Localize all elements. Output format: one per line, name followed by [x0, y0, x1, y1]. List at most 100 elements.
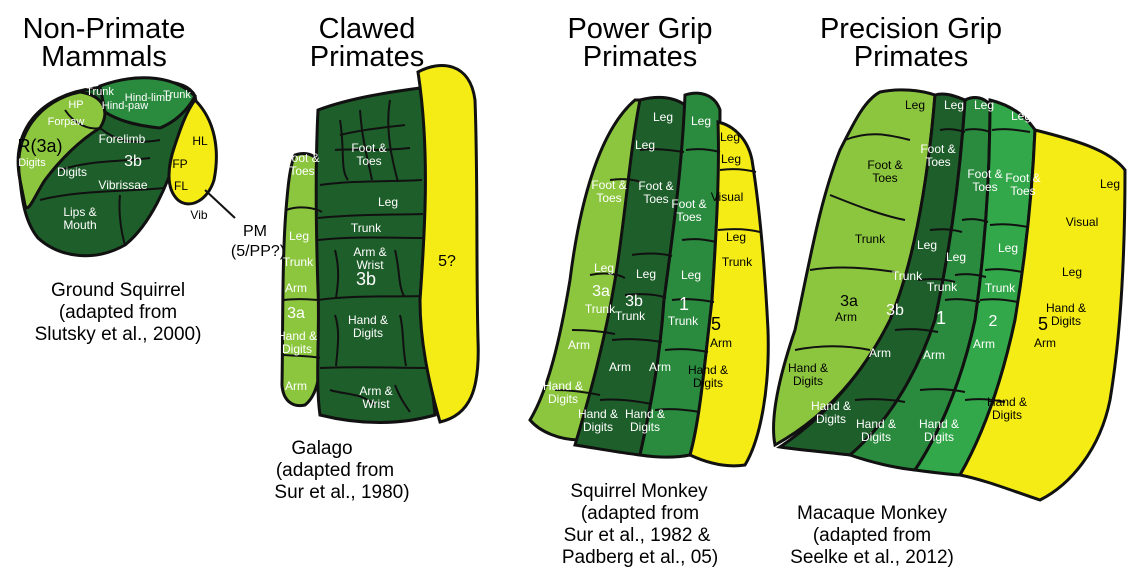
- area-label: Leg: [653, 110, 673, 124]
- panel-title-line: Primates: [310, 41, 424, 73]
- area-label: HP: [68, 99, 83, 111]
- caption-line: Macaque Monkey: [797, 503, 947, 524]
- area-label: 3b: [124, 153, 142, 170]
- area-label: Arm: [710, 336, 732, 350]
- caption-line: Padberg et al., 05): [562, 547, 718, 568]
- area-label: Arm: [649, 360, 671, 374]
- boundary-line: [320, 367, 428, 368]
- area-label: Trunk: [985, 281, 1016, 295]
- area-label: Leg: [974, 98, 994, 112]
- area-label: Foot &Toes: [1005, 171, 1040, 198]
- area-label: Foot &Toes: [351, 141, 386, 168]
- area-label: Hand &Digits: [625, 407, 665, 434]
- area-label: Trunk: [283, 255, 314, 269]
- area-label: Hand &Digits: [987, 395, 1027, 422]
- area-label: 5: [1038, 314, 1048, 334]
- area-label: Digits: [57, 165, 87, 179]
- area-label: Leg: [720, 130, 740, 144]
- area-label: (5/PP?): [231, 243, 285, 260]
- area-label: Arm: [568, 338, 590, 352]
- area-label: 5?: [438, 253, 456, 270]
- area-label: Hand &Digits: [788, 361, 828, 388]
- area-label: 3b: [886, 302, 904, 319]
- area-label: 3b: [625, 293, 643, 310]
- area-label: Hand &Digits: [688, 363, 728, 390]
- area-label: Trunk: [722, 255, 753, 269]
- area-label: Foot &Toes: [867, 158, 902, 185]
- area-label: Forelimb: [99, 132, 146, 146]
- caption-line: (adapted from: [813, 525, 931, 546]
- area-label: 1: [679, 294, 689, 314]
- panel-title-line: Primates: [583, 41, 697, 73]
- area-label: Leg: [944, 98, 964, 112]
- area-label: Trunk: [927, 280, 958, 294]
- area-label: Trunk: [668, 314, 699, 328]
- area-label: Hand &Digits: [856, 417, 896, 444]
- area-label: Arm: [609, 360, 631, 374]
- area-label: Visual: [1066, 215, 1098, 229]
- area-label: Visual: [711, 190, 743, 204]
- area-label: Digits: [18, 157, 46, 169]
- area-label: 3a: [840, 293, 858, 310]
- panel-title-line: Primates: [854, 41, 968, 73]
- area-label: Hand &Digits: [277, 329, 317, 356]
- area-label: Lips &Mouth: [63, 205, 96, 232]
- area-label: Hand &Digits: [578, 407, 618, 434]
- panel-ground-squirrel: Non-Primate Mammals R(3a) Digits HP Forp…: [17, 13, 285, 345]
- area-label: Arm: [923, 348, 945, 362]
- area-label: 5: [711, 314, 721, 334]
- area-label: 2: [989, 313, 998, 330]
- area-label: Trunk: [351, 221, 382, 235]
- area-label: Leg: [1100, 177, 1120, 191]
- caption-line: Sur et al., 1980): [274, 482, 409, 503]
- area-label: Leg: [946, 250, 966, 264]
- area-label: Arm: [285, 379, 307, 393]
- caption-line: Seelke et al., 2012): [790, 547, 954, 568]
- area-label: Leg: [681, 268, 701, 282]
- area-label: R(3a): [17, 136, 62, 156]
- area-label: Hand &Digits: [919, 417, 959, 444]
- area-label: Leg: [905, 98, 925, 112]
- area-label: Hand &Digits: [811, 399, 851, 426]
- area-label: Leg: [636, 267, 656, 281]
- area-label: Arm: [835, 310, 857, 324]
- area-label: Foot &Toes: [967, 167, 1002, 194]
- area-label: Trunk: [892, 269, 923, 283]
- area-label: Leg: [917, 238, 937, 252]
- area-label: Trunk: [163, 89, 191, 101]
- caption-line: Squirrel Monkey: [570, 481, 708, 502]
- area-label: Leg: [1062, 265, 1082, 279]
- caption-line: Sur et al., 1982 &: [564, 525, 711, 546]
- area-label: Vibrissae: [98, 178, 147, 192]
- caption-line: (adapted from: [581, 503, 699, 524]
- panel-macaque-monkey: Precision Grip Primates Leg Foot &Toes T…: [774, 13, 1125, 568]
- caption-line: Ground Squirrel: [51, 280, 185, 301]
- panel-title-line: Mammals: [41, 41, 167, 73]
- area-label: Hand &Digits: [348, 313, 388, 340]
- area-label: Foot &Toes: [671, 197, 706, 224]
- area-label: Arm: [1034, 336, 1056, 350]
- caption-line: (adapted from: [59, 302, 177, 323]
- area-label: Trunk: [855, 232, 886, 246]
- panel-galago: Clawed Primates Foot &Toes Leg Trunk Arm…: [274, 13, 478, 503]
- area-label: Leg: [726, 230, 746, 244]
- area-label: Trunk: [615, 309, 646, 323]
- area-label: Leg: [691, 114, 711, 128]
- area-label: Foot &Toes: [284, 151, 319, 178]
- area-label: Trunk: [585, 302, 616, 316]
- area-label: Arm &Wrist: [359, 384, 392, 411]
- area-label: FP: [172, 157, 187, 171]
- area-label: Arm: [973, 337, 995, 351]
- area-label: Vib: [190, 208, 207, 222]
- area-label: Foot &Toes: [591, 178, 626, 205]
- caption-line: Slutsky et al., 2000): [35, 324, 202, 345]
- area-label: 1: [936, 308, 946, 328]
- area-label: Forpaw: [48, 116, 85, 128]
- area-label: Leg: [721, 152, 741, 166]
- area-label: FL: [174, 179, 188, 193]
- area-label: Leg: [635, 138, 655, 152]
- area-label: Hand &Digits: [1046, 301, 1086, 328]
- area-label: Arm: [869, 346, 891, 360]
- panel-squirrel-monkey: Power Grip Primates Leg Foot &Toes Leg 3…: [530, 13, 768, 568]
